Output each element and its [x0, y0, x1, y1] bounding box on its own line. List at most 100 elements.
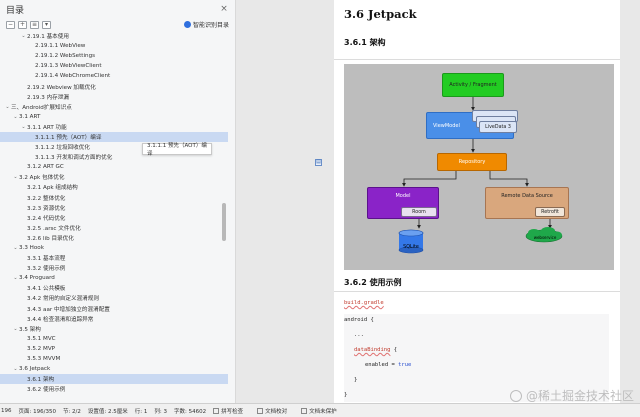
toc-item[interactable]: 3.6.1 架构 — [0, 374, 228, 385]
toc-item[interactable]: 3.1.1.1 预先（AOT）编译 — [0, 131, 228, 143]
expand-all-icon[interactable]: + — [18, 20, 27, 29]
code-line: dataBinding { — [354, 347, 397, 353]
retrofit-box: Retrofit — [535, 207, 565, 217]
heading-architecture[interactable]: 3.6.1 架构 — [344, 38, 386, 47]
toc-item[interactable]: 3.6.2 使用示例 — [0, 384, 228, 394]
proofread-label: 文档校对 — [265, 408, 288, 415]
filter-icon[interactable]: ▾ — [42, 20, 51, 29]
code-brace: { — [390, 347, 398, 353]
chevron-down-icon[interactable]: ⌄ — [21, 33, 26, 40]
remote-data-source-box: Remote Data Source — [485, 187, 569, 219]
toc-item[interactable]: 3.1.2 ART GC — [0, 162, 228, 172]
heading-usage-example[interactable]: 3.6.2 使用示例 — [344, 278, 402, 287]
status-bar: 196 页面: 196/350 节: 2/2 设置值: 2.5厘米 行: 1 列… — [0, 403, 640, 417]
heading-jetpack[interactable]: 3.6 Jetpack — [344, 7, 417, 21]
toc-item[interactable]: 3.5.3 MVVM — [0, 354, 228, 364]
toc-item[interactable]: 3.2.6 lib 目录优化 — [0, 233, 228, 243]
toc-item-label: 3.2 Apk 包体优化 — [19, 175, 65, 182]
toc-item-label: 3.5.2 MVP — [27, 345, 56, 352]
toc-item[interactable]: ⌄2.19.1 基本使用 — [0, 31, 228, 41]
chevron-down-icon[interactable]: ⌄ — [13, 275, 18, 282]
chevron-down-icon[interactable]: ⌄ — [13, 174, 18, 181]
toc-item[interactable]: 3.4.3 aar 中增加独立的混淆配置 — [0, 304, 228, 314]
code-line: } — [354, 377, 358, 383]
toc-item[interactable]: 2.19.1.2 WebSettings — [0, 51, 228, 61]
close-icon[interactable]: × — [220, 4, 228, 14]
toc-item-label: 2.19.1.2 WebSettings — [35, 53, 96, 60]
status-col: 列: 3 — [154, 408, 167, 415]
toc-item-label: 3.4.3 aar 中增加独立的混淆配置 — [27, 306, 110, 313]
status-section[interactable]: 节: 2/2 — [62, 408, 81, 415]
paragraph-layout-icon[interactable]: ▤ — [315, 159, 322, 166]
toc-item[interactable]: ⌄3.2 Apk 包体优化 — [0, 172, 228, 182]
toc-item[interactable]: 3.1.1.3 开发和调试方面的优化 — [0, 152, 228, 162]
architecture-diagram[interactable]: Activity / Fragment ViewModel LiveData 3… — [344, 64, 614, 270]
toc-item[interactable]: 3.2.4 代码优化 — [0, 213, 228, 223]
toc-item[interactable]: 3.2.5 .arsc 文件优化 — [0, 223, 228, 233]
toc-item[interactable]: 2.19.1.3 WebViewClient — [0, 61, 228, 71]
code-line: enabled = true — [365, 362, 411, 368]
toc-item[interactable]: 3.2.1 Apk 组成结构 — [0, 182, 228, 192]
toc-item[interactable]: 3.2.3 资源优化 — [0, 203, 228, 213]
toc-item[interactable]: 3.4.1 公共模板 — [0, 283, 228, 293]
toc-item[interactable]: ⌄3.4 Proguard — [0, 273, 228, 283]
chevron-down-icon[interactable]: ⌄ — [13, 366, 18, 373]
toc-scrollbar[interactable] — [222, 203, 226, 241]
code-block[interactable] — [344, 314, 609, 402]
status-position[interactable]: 设置值: 2.5厘米 — [87, 408, 128, 415]
code-keyword: dataBinding — [354, 347, 391, 353]
proofread-button[interactable]: 文档校对 — [257, 407, 294, 415]
toc-item-label: 3.2.4 代码优化 — [27, 215, 66, 222]
toc-item[interactable]: 3.2.2 整体优化 — [0, 193, 228, 203]
toc-item[interactable]: ⌄3.3 Hook — [0, 243, 228, 253]
toc-item[interactable]: 3.4.4 检查混淆和追踪异常 — [0, 314, 228, 324]
toc-item-label: 3.6.2 使用示例 — [27, 387, 66, 394]
repository-box: Repository — [437, 153, 507, 171]
toc-item[interactable]: 3.3.2 使用示例 — [0, 263, 228, 273]
toc-item-label: 3.1.2 ART GC — [27, 164, 64, 171]
expand-level-icon[interactable]: ≡ — [30, 20, 39, 29]
chevron-down-icon[interactable]: ⌄ — [13, 113, 18, 120]
protect-status[interactable]: 文档未保护 — [301, 407, 344, 415]
toc-item-label: 3.4 Proguard — [19, 275, 55, 282]
watermark: @稀土掘金技术社区 — [510, 387, 634, 404]
chevron-down-icon[interactable]: ⌄ — [13, 325, 18, 332]
toc-item-label: 2.19.1.4 WebChromeClient — [35, 73, 111, 80]
toc-item-label: 3.4.4 检查混淆和追踪异常 — [27, 316, 94, 323]
status-page[interactable]: 页面: 196/350 — [18, 408, 56, 415]
toc-item[interactable]: 2.19.3 内存泄漏 — [0, 92, 228, 102]
toc-item[interactable]: ⌄三、Android扩展知识点 — [0, 102, 228, 112]
room-box: Room — [401, 207, 437, 217]
toc-item[interactable]: ⌄3.1 ART — [0, 112, 228, 122]
toc-item[interactable]: 3.4.2 常用的自定义混淆规则 — [0, 293, 228, 303]
toc-item[interactable]: 3.5.1 MVC — [0, 334, 228, 344]
toc-item[interactable]: ⌄3.1.1 ART 功能 — [0, 122, 228, 132]
smart-toc-button[interactable]: 智能识别目录 — [183, 20, 229, 29]
smart-toc-label: 智能识别目录 — [192, 22, 229, 29]
toc-item-label: 3.1.1.3 开发和调试方面的优化 — [35, 155, 113, 162]
chevron-down-icon[interactable]: ⌄ — [5, 103, 10, 110]
chevron-down-icon[interactable]: ⌄ — [13, 245, 18, 252]
toc-item[interactable]: 3.1.1.2 垃圾回收优化 — [0, 142, 228, 152]
code-filename[interactable]: build.gradle — [344, 300, 384, 306]
toc-item[interactable]: ⌄3.5 架构 — [0, 324, 228, 334]
code-line: } — [344, 392, 348, 398]
toc-item[interactable]: 3.3.1 基本流程 — [0, 253, 228, 263]
toc-item[interactable]: 3.5.2 MVP — [0, 344, 228, 354]
diagram-connectors — [398, 97, 563, 254]
status-words[interactable]: 字数: 54602 — [173, 408, 207, 415]
collapse-all-icon[interactable]: − — [6, 20, 15, 29]
webservice-cloud-icon — [525, 227, 563, 243]
toc-item[interactable]: 2.19.1.1 WebView — [0, 41, 228, 51]
toc-item[interactable]: 2.19.1.4 WebChromeClient — [0, 71, 228, 81]
spell-check-toggle[interactable]: 拼写检查 — [213, 407, 250, 415]
toc-item[interactable]: ⌄3.6 Jetpack — [0, 364, 228, 374]
chevron-down-icon[interactable]: ⌄ — [21, 123, 26, 130]
toc-item[interactable]: 2.19.2 Webview 加载优化 — [0, 81, 228, 91]
status-page-short[interactable]: 196 — [1, 407, 12, 414]
toc-item-label: 2.19.3 内存泄漏 — [27, 94, 69, 101]
toc-item-label: 3.3.2 使用示例 — [27, 266, 66, 273]
toc-item-label: 3.2.1 Apk 组成结构 — [27, 185, 78, 192]
